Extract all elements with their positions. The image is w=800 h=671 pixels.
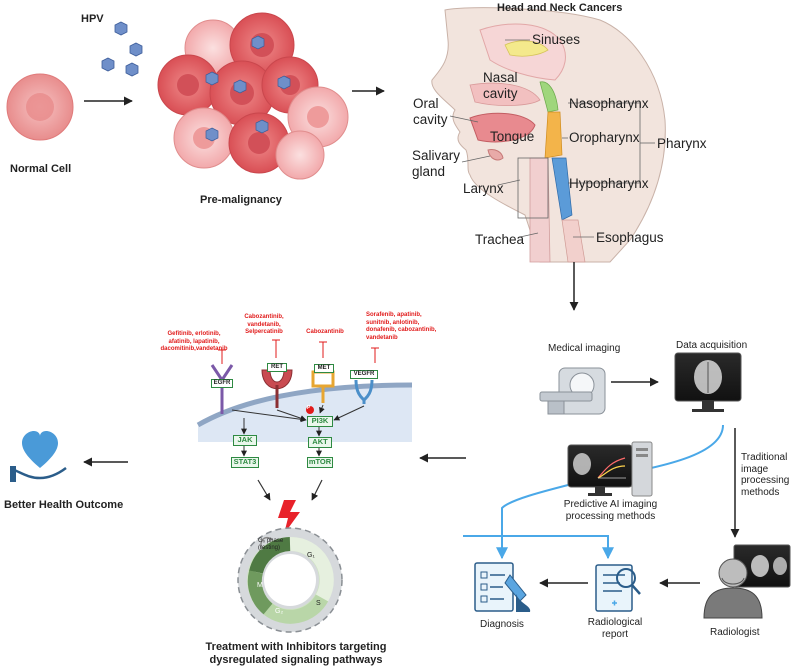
data-acquisition-label: Data acquisition [676,340,748,351]
traditional-methods-label: Traditional image processing methods [741,452,790,498]
vegfr-box: VEGFR [350,370,378,379]
report-label: Radiological report [587,617,643,640]
premalignancy-label: Pre-malignancy [200,194,282,206]
vegfr-drugs-label: Sorafenib, apatinib, sunitnib, anlotinib… [366,312,437,341]
treatment-label: Treatment with Inhibitors targeting dysr… [205,641,387,666]
m-label: M [257,582,263,589]
met-drugs-label: Cabozantinib [306,329,344,335]
akt-box: AKT [308,437,332,448]
stat3-box: STAT3 [231,457,259,468]
sinuses-label: Sinuses [532,32,581,47]
signaling-pathway [196,339,413,501]
diagnosis-label: Diagnosis [480,619,524,630]
acquisition-monitor-icon [674,352,742,412]
s-label: S [316,600,321,607]
hypopharynx-label: Hypopharynx [569,176,649,191]
diagnosis-icon [474,562,531,612]
hpv-virus-icon [101,21,143,77]
met-box: MET [314,364,334,373]
ct-scanner-icon [539,367,606,415]
egfr-box: EGFR [211,379,233,388]
salivary-gland-label: Salivary gland [412,148,461,179]
egfr-drugs-label: Gefitinib, erlotinib, afatinib, lapatini… [160,331,228,352]
predictive-ai-label: Predictive AI imaging processing methods [563,499,658,522]
phospho-label: P [307,405,311,411]
ai-workstation-icon [567,441,653,497]
jak-box: JAK [233,435,257,446]
pi3k-box: PI3K [307,416,333,427]
esophagus-label: Esophagus [596,230,664,245]
pharynx-label: Pharynx [657,136,707,151]
radiologist-icon [703,544,791,619]
ret-box: RET [267,363,287,372]
lightning-icon [278,500,300,534]
report-icon [595,564,641,612]
oral-cavity-label: Oral cavity [413,96,448,127]
hn-title: Head and Neck Cancers [497,2,623,14]
g0-label: G₀ phase (resting) [258,538,284,551]
head-neck-anatomy [431,7,666,263]
radiologist-label: Radiologist [710,627,760,638]
larynx-label: Larynx [463,181,504,196]
better-health-label: Better Health Outcome [4,499,124,511]
cell-cycle [237,527,343,633]
g2-label: G₂ [275,608,284,615]
tongue-label: Tongue [490,129,535,144]
ret-drugs-label: Cabozantinib, vandetanib, Selpercatinib [244,314,284,335]
oropharynx-label: Oropharynx [569,130,640,145]
nasopharynx-label: Nasopharynx [569,96,649,111]
normal-cell-label: Normal Cell [10,163,72,175]
mtor-box: mTOR [307,457,333,468]
hpv-label: HPV [81,13,104,25]
g1-label: G₁ [307,552,315,559]
trachea-label: Trachea [475,232,525,247]
normal-cell [6,73,74,141]
premalignancy-cluster [157,12,349,180]
nasal-cavity-label: Nasal cavity [483,70,518,101]
medical-imaging-label: Medical imaging [548,343,621,354]
heart-hand-icon [10,431,67,482]
